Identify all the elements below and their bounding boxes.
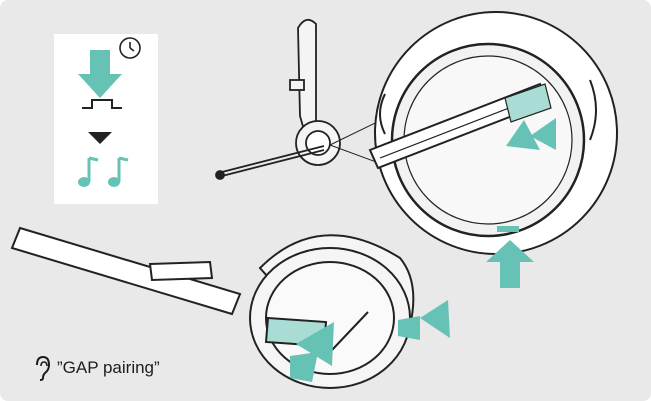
zoom-callout xyxy=(370,12,617,288)
ear-icon xyxy=(33,355,51,381)
small-headset-icon xyxy=(216,20,340,179)
caption: ”GAP pairing” xyxy=(33,355,160,381)
caption-text: ”GAP pairing” xyxy=(57,358,160,378)
